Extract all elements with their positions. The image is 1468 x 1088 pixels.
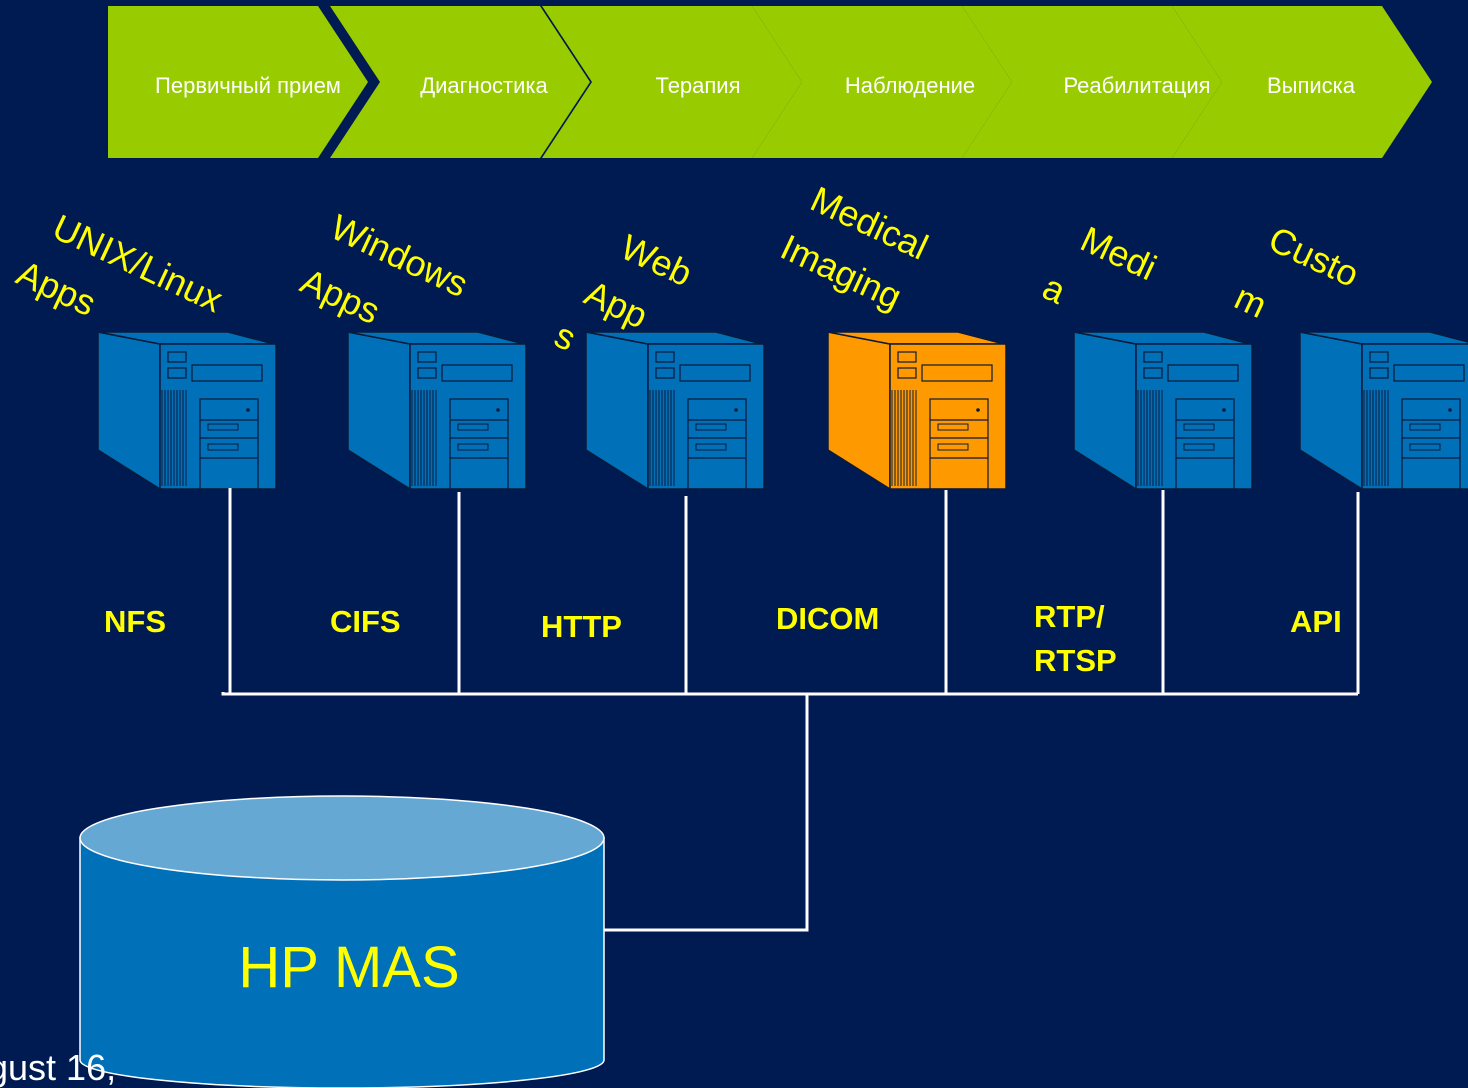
process-step: Наблюдение xyxy=(752,6,1012,158)
app-label-line: m xyxy=(1229,276,1274,326)
storage-label: HP MAS xyxy=(238,935,459,1000)
app-label-line: Custo xyxy=(1263,218,1366,295)
app-label-line: App xyxy=(579,272,654,336)
cylinder-top xyxy=(79,795,605,881)
protocol-label: NFS xyxy=(104,604,166,639)
server-icon xyxy=(97,331,277,491)
protocol-label: API xyxy=(1290,604,1342,639)
protocol-label-line: CIFS xyxy=(330,604,401,639)
chevron-shape xyxy=(542,6,802,158)
server-icon xyxy=(585,331,765,491)
server-icon xyxy=(1073,331,1253,491)
storage-link xyxy=(598,694,809,932)
protocol-label-line: API xyxy=(1290,604,1342,639)
process-step-label: Диагностика xyxy=(420,73,548,98)
process-step-label: Первичный прием xyxy=(155,73,341,98)
app-label-line: Web xyxy=(615,226,699,294)
bus-line xyxy=(221,692,1358,696)
app-label-line: a xyxy=(1037,266,1073,312)
process-step-label: Терапия xyxy=(655,73,740,98)
app-label-line: Apps xyxy=(11,252,103,324)
chevron-shape xyxy=(108,6,368,158)
app-label-line: s xyxy=(549,314,583,359)
protocol-label-line: NFS xyxy=(104,604,166,639)
protocol-label-line: RTSP xyxy=(1034,643,1117,678)
process-step-label: Выписка xyxy=(1267,73,1356,98)
process-chevrons: Первичный прием Диагностика Терапия Наблюде… xyxy=(108,6,1432,158)
protocol-label-line: HTTP xyxy=(541,609,622,644)
server-icon xyxy=(827,331,1007,491)
connection-lines xyxy=(221,488,1360,932)
process-step: Диагностика xyxy=(330,6,590,158)
chevron-shape xyxy=(752,6,1012,158)
app-label-line: Apps xyxy=(295,260,387,332)
storage-cylinder: HP MAS xyxy=(79,795,605,1088)
process-step: Первичный прием xyxy=(108,6,368,158)
protocol-label: RTP/RTSP xyxy=(1034,599,1117,678)
server-icon xyxy=(347,331,527,491)
server-icon xyxy=(1299,331,1468,491)
chevron-shape xyxy=(330,6,590,158)
protocol-label: DICOM xyxy=(776,601,879,636)
chevron-shape xyxy=(1172,6,1432,158)
process-step-label: Реабилитация xyxy=(1063,73,1210,98)
process-step: Реабилитация xyxy=(962,6,1222,158)
protocol-label: HTTP xyxy=(541,609,622,644)
footer-date-fragment: gust 16, xyxy=(0,1047,116,1088)
protocol-label-line: DICOM xyxy=(776,601,879,636)
app-label-line: Medi xyxy=(1075,218,1163,288)
process-step: Выписка xyxy=(1172,6,1432,158)
process-step: Терапия xyxy=(542,6,802,158)
protocol-labels: NFS CIFS HTTP DICOM RTP/RTSP API xyxy=(104,599,1342,678)
protocol-label: CIFS xyxy=(330,604,401,639)
process-step-label: Наблюдение xyxy=(845,73,975,98)
protocol-label-line: RTP/ xyxy=(1034,599,1105,634)
chevron-shape xyxy=(962,6,1222,158)
servers xyxy=(97,331,1468,491)
